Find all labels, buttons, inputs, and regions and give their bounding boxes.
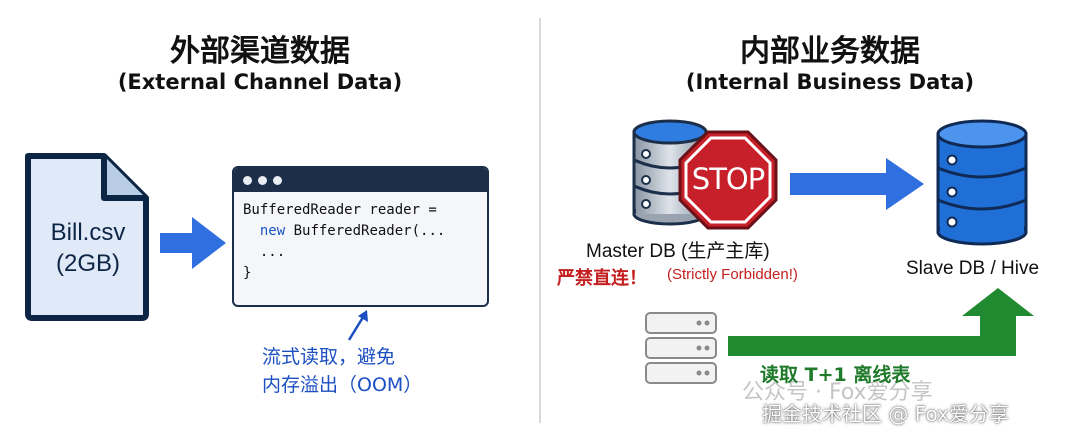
window-dot-icon — [273, 176, 282, 185]
panel-divider — [539, 18, 541, 423]
arrow-right-icon — [788, 156, 928, 212]
watermark-main: 掘金技术社区 @ Fox爱分享 — [762, 402, 1009, 426]
code-titlebar — [234, 168, 487, 192]
forbidden-label-en: (Strictly Forbidden!) — [667, 266, 798, 283]
code-line-3: ... — [259, 244, 286, 260]
stop-sign-icon — [676, 128, 780, 232]
code-window: BufferedReader reader = new BufferedRead… — [232, 166, 489, 307]
code-keyword-new: new — [259, 223, 286, 239]
stream-note-line2: 内存溢出（OOM） — [262, 374, 423, 396]
file-size: (2GB) — [55, 250, 120, 277]
stream-note-line1: 流式读取，避免 — [262, 346, 396, 368]
code-line-4: } — [243, 265, 252, 281]
left-title-cn: 外部渠道数据 — [170, 34, 350, 69]
arrow-right-icon — [158, 215, 228, 271]
slave-db-label: Slave DB / Hive — [906, 258, 1040, 279]
code-line-1: BufferedReader reader = — [243, 202, 437, 218]
file-icon — [22, 150, 152, 322]
window-dot-icon — [243, 176, 252, 185]
left-title-en: (External Channel Data) — [117, 70, 403, 94]
server-stack-icon — [643, 310, 719, 386]
watermark-faint: 公众号 · Fox爱分享 — [742, 380, 933, 405]
right-title-cn: 内部业务数据 — [740, 34, 920, 69]
stop-sign-text: STOP — [691, 162, 765, 196]
forbidden-label-cn: 严禁直连！ — [557, 268, 647, 289]
right-title-en: (Internal Business Data) — [685, 70, 975, 94]
window-dot-icon — [258, 176, 267, 185]
slave-db-icon — [934, 118, 1030, 248]
green-arrow-icon — [726, 286, 1036, 358]
pointer-arrow-icon — [343, 308, 373, 344]
file-name: Bill.csv — [50, 219, 126, 246]
code-line-2: BufferedReader(... — [285, 223, 446, 239]
master-db-label: Master DB (生产主库) — [586, 241, 770, 262]
t1-read-label: 读取 T+1 离线表 — [760, 364, 911, 386]
code-body: BufferedReader reader = new BufferedRead… — [234, 192, 487, 284]
